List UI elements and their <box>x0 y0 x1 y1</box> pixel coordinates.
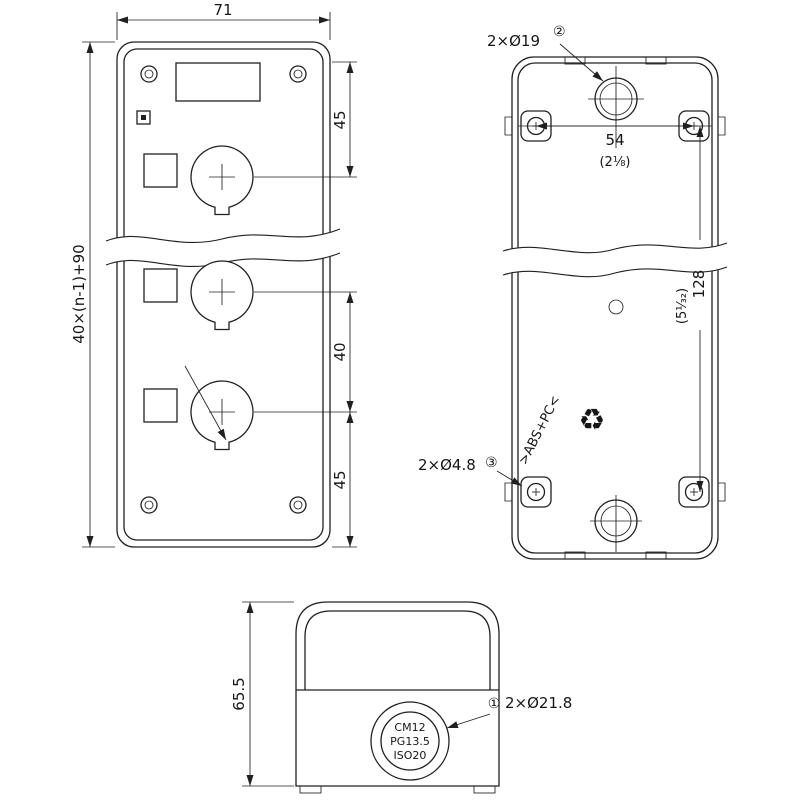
top-holes-label: 2×Ø19 <box>487 32 540 50</box>
leader-line <box>559 43 604 82</box>
dim-mount-height: 128 (5¹⁄₃₂) <box>675 126 708 492</box>
contact-block-square <box>143 268 178 303</box>
corner-screws <box>140 65 307 514</box>
break-line <box>502 266 728 278</box>
dim-front-width: 71 <box>116 1 331 40</box>
edge-lug <box>504 116 512 136</box>
dim-front-right: 45 40 45 <box>254 61 357 548</box>
gland-marking-1: CM12 <box>394 721 425 734</box>
back-inner-outline <box>517 62 713 554</box>
corner-screw <box>289 65 307 83</box>
front-inner-outline <box>123 48 324 541</box>
bottom-tab <box>645 551 667 560</box>
dim-mount-height-inch-label: (5¹⁄₃₂) <box>675 288 690 324</box>
callout-gland: ① 2×Ø21.8 <box>446 694 572 729</box>
back-break-lines <box>502 242 728 278</box>
front-view: 71 40×(n-1)+90 45 40 45 <box>70 1 357 548</box>
mounting-foot <box>520 476 552 508</box>
dim-front-height-label: 40×(n-1)+90 <box>70 244 88 343</box>
leader-line <box>446 713 491 729</box>
dim-hole-to-bottom-label: 45 <box>331 470 349 489</box>
top-fixing-hole <box>588 66 644 148</box>
callout-bottom-holes: 2×Ø4.8 ③ <box>418 455 523 487</box>
top-holes-ref-badge: ② <box>553 24 566 40</box>
edge-lug <box>504 482 512 502</box>
dim-between-holes-label: 40 <box>331 342 349 361</box>
corner-screw <box>140 65 158 83</box>
gland-label: 2×Ø21.8 <box>505 694 572 712</box>
notch-leader-line <box>184 365 227 441</box>
bottom-holes-label: 2×Ø4.8 <box>418 456 476 474</box>
foot <box>299 785 322 794</box>
dim-front-height: 40×(n-1)+90 <box>70 41 115 548</box>
bottom-fixing-hole <box>590 495 642 552</box>
dim-mount-width-inch-label: (2⅛) <box>599 155 630 170</box>
label-window <box>175 62 261 102</box>
dim-depth: 65.5 <box>230 601 294 787</box>
corner-screw <box>140 496 158 514</box>
back-outline <box>511 56 719 560</box>
gland-marking-2: PG13.5 <box>390 735 430 748</box>
center-hole <box>608 299 624 315</box>
cable-gland: CM12 PG13.5 ISO20 <box>370 701 450 781</box>
break-line <box>502 242 728 254</box>
callout-top-holes: 2×Ø19 ② <box>487 24 604 82</box>
contact-block-square <box>143 153 178 188</box>
dim-front-width-label: 71 <box>213 1 232 19</box>
dim-mount-width: 54 (2⅛) <box>518 122 712 170</box>
contact-block-square <box>143 388 178 423</box>
dim-mount-width-label: 54 <box>605 131 624 149</box>
button-hole-1 <box>190 145 254 216</box>
bottom-tab <box>564 551 586 560</box>
dim-mount-height-label: 128 <box>690 270 708 299</box>
break-line <box>105 228 341 243</box>
mounting-foot <box>678 476 710 508</box>
gland-marking-3: ISO20 <box>394 749 427 762</box>
side-inner-outline <box>304 610 491 690</box>
edge-lug <box>718 482 726 502</box>
indicator-square <box>136 110 151 125</box>
gland-ref-badge: ① <box>488 696 501 712</box>
button-hole-3 <box>184 365 254 451</box>
edge-lug <box>718 116 726 136</box>
corner-screw <box>289 496 307 514</box>
button-hole-2 <box>190 260 254 331</box>
bottom-holes-ref-badge: ③ <box>485 455 498 471</box>
bottom-view: CM12 PG13.5 ISO20 65.5 ① 2×Ø21.8 <box>230 601 572 794</box>
leader-line <box>496 470 523 487</box>
dim-top-to-hole-label: 45 <box>331 110 349 129</box>
foot <box>473 785 496 794</box>
top-tab <box>645 56 667 65</box>
back-view: 54 (2⅛) 128 (5¹⁄₃₂) ♻ >ABS+PC< 2×Ø19 ② 2… <box>418 24 728 560</box>
dim-depth-label: 65.5 <box>230 677 248 710</box>
recycling-icon: ♻ <box>579 403 606 438</box>
